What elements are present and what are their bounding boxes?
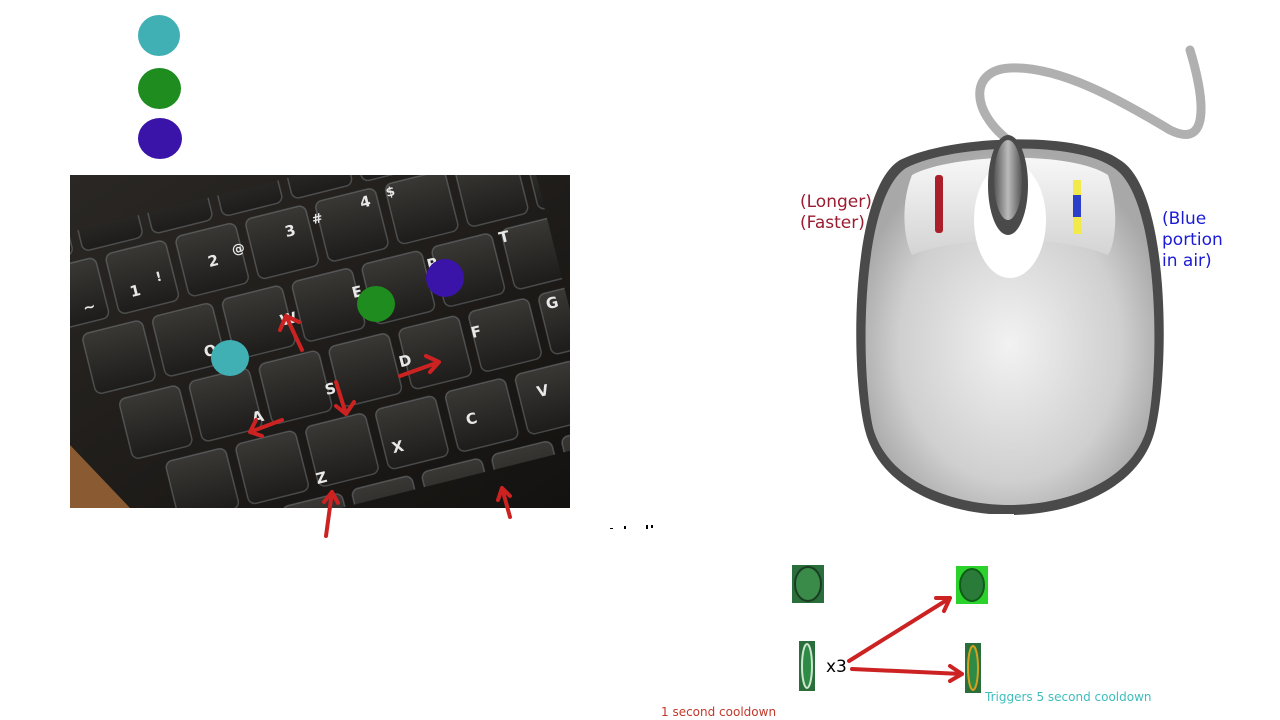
arrow-space-icon [496,486,512,519]
cooldown-long-label: Triggers 5 second cooldown [985,690,1152,704]
keyboard-key [375,395,449,470]
mouse-left-label-line1: (Longer) [800,192,872,212]
ability-icon-narrow [799,641,815,691]
arrow-s-icon [334,380,356,416]
mouse-right-label-line1: (Blue [1162,209,1207,229]
overlay-dot-teal-q [211,340,249,376]
legend-dot-teal [138,15,180,56]
keyboard-key [165,447,240,508]
keyboard-key [118,385,193,459]
cooldown-short-label: 1 second cooldown [661,705,777,719]
keyboard-key [281,493,356,508]
mouse-left-label-line2: (Faster) [800,213,865,233]
keyboard-key [444,378,519,452]
keyboard-key [384,175,459,245]
keyboard-key [235,430,309,505]
arrow-to-glow-icon [847,596,952,663]
overlay-dot-purple-r [426,259,464,297]
stray-mark [610,515,654,529]
ability-icon-narrow-gold [965,643,981,693]
keyboard-key [245,205,319,280]
keyboard-key [468,298,542,372]
keyboard-key [70,257,110,332]
keyboard-key [514,360,570,435]
keyboard-key [105,240,180,314]
keyboard-key [454,175,529,227]
keyboard-key [315,188,389,262]
legend-dot-green [138,68,181,109]
arrow-w-icon [278,314,304,352]
multiplier-label: x3 [826,657,847,677]
keyboard-key [82,320,156,394]
keyboard-key [151,302,226,377]
mouse-image [856,45,1206,530]
ability-icon-wide-dark [792,565,824,603]
arrow-d-icon [398,354,441,378]
mouse-right-label: (Blue portion in air) [1162,209,1223,272]
keyboard-key [221,285,296,360]
keyboard-key [258,350,333,425]
mouse-left-label: (Longer) (Faster) [800,192,872,234]
keyboard-key [188,367,263,442]
keyboard-key [278,175,353,199]
arrow-to-gold-icon [850,664,964,683]
keyboard-image [70,175,570,508]
ability-icon-wide-glow [956,566,988,604]
keyboard-key [328,333,403,407]
keyboard-key [305,413,379,487]
keyboard-key [175,222,249,297]
arrow-z-icon [322,490,340,538]
legend-dot-purple [138,118,182,159]
mouse-right-label-line3: in air) [1162,251,1212,271]
overlay-dot-green-e [357,286,395,322]
arrow-a-icon [248,418,284,438]
mouse-right-label-line2: portion [1162,230,1223,250]
